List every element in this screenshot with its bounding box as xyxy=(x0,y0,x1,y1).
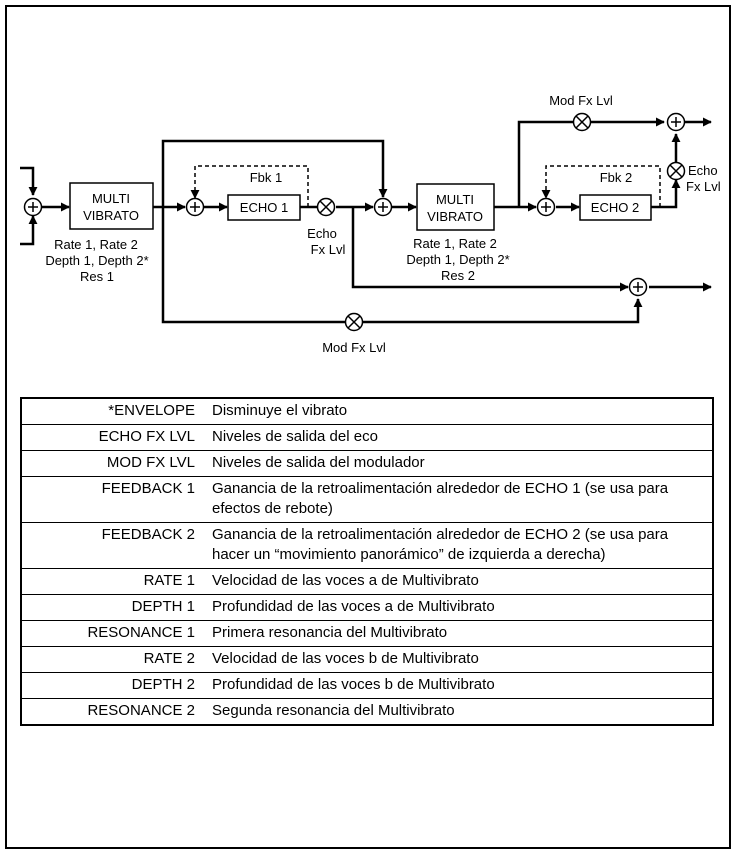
param-description: Niveles de salida del modulador xyxy=(208,450,713,477)
sum-node-3 xyxy=(373,197,393,217)
param-name: RESONANCE 2 xyxy=(21,698,208,725)
param-description: Disminuye el vibrato xyxy=(212,402,348,419)
param-description: Segunda resonancia del Multivibrato xyxy=(208,698,713,725)
fbk-2-label: Fbk 2 xyxy=(600,170,633,185)
mod-fx-lvl-top-label: Mod Fx Lvl xyxy=(549,93,613,108)
params-2-line3: Res 2 xyxy=(441,268,475,283)
multivibrato-1-label-line1: MULTI xyxy=(92,191,130,206)
param-description: Niveles de salida del eco xyxy=(208,424,713,451)
sum-node-1 xyxy=(23,197,43,217)
multivibrato-1-label-line2: VIBRATO xyxy=(83,208,139,223)
param-description: Primera resonancia del Multivibrato xyxy=(208,620,713,647)
multivibrato-2-label-line2: VIBRATO xyxy=(427,209,483,224)
echo-fx-lvl-1-line2: Fx Lvl xyxy=(311,242,346,257)
sum-node-5 xyxy=(666,112,686,132)
param-description: Velocidad de las voces b de Multivibrato xyxy=(208,646,713,673)
level-node-echo-1 xyxy=(316,197,336,217)
input-line-bottom xyxy=(20,215,38,246)
echo-1-label: ECHO 1 xyxy=(240,200,288,215)
sum-node-6 xyxy=(628,277,648,297)
wire-mod-up xyxy=(517,120,573,207)
multivibrato-2-label-line1: MULTI xyxy=(436,192,474,207)
echo-fx-lvl-1-line1: Echo xyxy=(307,226,337,241)
params-1-line3: Res 1 xyxy=(80,269,114,284)
fbk-1-label: Fbk 1 xyxy=(250,170,283,185)
mod-fx-lvl-bottom-label: Mod Fx Lvl xyxy=(322,340,386,355)
param-name: *ENVELOPE xyxy=(108,402,195,419)
level-node-echo-2 xyxy=(666,161,686,181)
param-name: FEEDBACK 2 xyxy=(21,522,208,569)
param-description: Ganancia de la retroalimentación alreded… xyxy=(208,476,713,523)
params-1-line1: Rate 1, Rate 2 xyxy=(54,237,138,252)
param-name: DEPTH 1 xyxy=(21,594,208,621)
echo-2-block xyxy=(579,194,652,221)
param-name: FEEDBACK 1 xyxy=(21,476,208,523)
echo-1-block xyxy=(227,194,301,221)
table-row: *ENVELOPE Disminuye el vibrato xyxy=(21,398,713,425)
param-name: RESONANCE 1 xyxy=(21,620,208,647)
param-description: Ganancia de la retroalimentación alreded… xyxy=(208,522,713,569)
echo-fx-lvl-2-line2: Fx Lvl xyxy=(686,179,721,194)
param-description: Profundidad de las voces b de Multivibra… xyxy=(208,672,713,699)
wire-top-bypass xyxy=(161,139,388,207)
echo-2-label: ECHO 2 xyxy=(591,200,639,215)
input-line-top xyxy=(20,166,38,196)
param-name: RATE 1 xyxy=(21,568,208,595)
param-name: DEPTH 2 xyxy=(21,672,208,699)
page-frame xyxy=(5,5,731,849)
param-name: MOD FX LVL xyxy=(21,450,208,477)
wire-echo-lvl-down xyxy=(351,207,629,292)
wire-bottom-bypass xyxy=(161,207,345,324)
multivibrato-block-2 xyxy=(416,183,495,231)
wire-echo2-out xyxy=(651,179,681,209)
params-1-line2: Depth 1, Depth 2* xyxy=(45,253,148,268)
feedback-loop-2 xyxy=(541,165,661,207)
level-node-mod-top xyxy=(572,112,592,132)
signal-flow-diagram: MULTI VIBRATO ECHO 1 MULTI VIBRATO ECHO … xyxy=(20,93,721,355)
param-name: RATE 2 xyxy=(21,646,208,673)
multivibrato-block-1 xyxy=(69,182,154,230)
wire-bottom-to-sum xyxy=(363,298,643,324)
param-description: Profundidad de las voces a de Multivibra… xyxy=(208,594,713,621)
sum-node-2 xyxy=(185,197,205,217)
feedback-loop-1 xyxy=(190,165,309,207)
params-2-line2: Depth 1, Depth 2* xyxy=(406,252,509,267)
param-description: Velocidad de las voces a de Multivibrato xyxy=(208,568,713,595)
sum-node-4 xyxy=(536,197,556,217)
param-name: ECHO FX LVL xyxy=(21,424,208,451)
echo-fx-lvl-2-line1: Echo xyxy=(688,163,718,178)
params-2-line1: Rate 1, Rate 2 xyxy=(413,236,497,251)
level-node-mod-bottom xyxy=(344,312,364,332)
